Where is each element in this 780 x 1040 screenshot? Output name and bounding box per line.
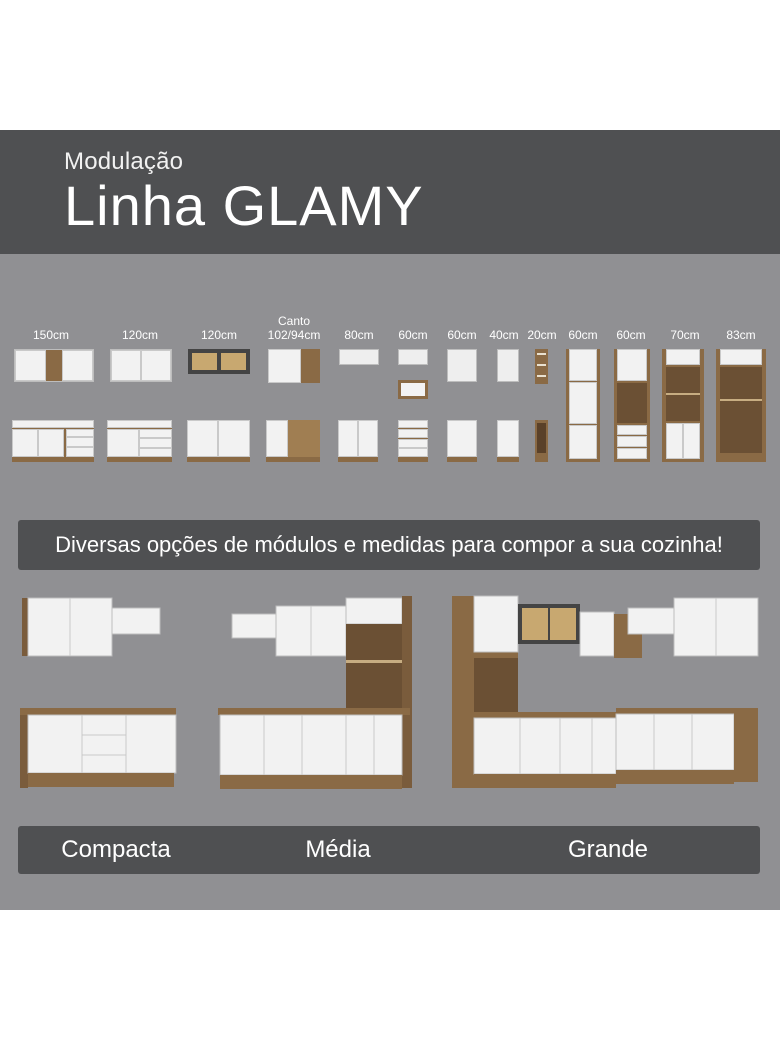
base-drawer-60 bbox=[398, 420, 428, 462]
module-label: 40cm bbox=[489, 328, 519, 342]
module-label: 80cm bbox=[344, 328, 374, 342]
header-subtitle: Modulação bbox=[64, 148, 184, 175]
kitchen-compacta bbox=[20, 597, 177, 788]
wall-cabinet-80 bbox=[339, 349, 379, 365]
base-cabinet-150 bbox=[12, 420, 94, 462]
product-panel: Modulação Linha GLAMY 150cm 120cm 120cm … bbox=[0, 130, 780, 910]
kitchen-label-media: Média bbox=[305, 836, 371, 863]
base-cabinet-80 bbox=[338, 420, 378, 462]
module-label: 60cm bbox=[616, 328, 646, 342]
wall-cabinet-120 bbox=[110, 349, 172, 382]
niche-60 bbox=[398, 380, 428, 399]
kitchen-label-compacta: Compacta bbox=[61, 836, 171, 863]
wall-cabinet-60-a bbox=[398, 349, 428, 365]
module-label: 60cm bbox=[398, 328, 428, 342]
wall-cabinet-60-b bbox=[447, 349, 477, 382]
base-cabinet-40 bbox=[497, 420, 519, 462]
header-title: Linha GLAMY bbox=[64, 174, 424, 237]
shelf-20 bbox=[535, 349, 548, 384]
tall-cabinet-60-b bbox=[614, 349, 650, 462]
module-label: 70cm bbox=[670, 328, 700, 342]
tall-cabinet-70 bbox=[662, 349, 704, 462]
module-label: 60cm bbox=[447, 328, 477, 342]
wall-cabinet-40 bbox=[497, 349, 519, 382]
base-cabinet-60 bbox=[447, 420, 477, 462]
kitchen-illustrations bbox=[20, 595, 759, 789]
tall-cabinet-83 bbox=[716, 349, 766, 462]
info-banner-text: Diversas opções de módulos e medidas par… bbox=[55, 532, 723, 557]
info-banner: Diversas opções de módulos e medidas par… bbox=[18, 520, 760, 570]
base-cabinet-120-b bbox=[187, 420, 250, 462]
module-label: 83cm bbox=[726, 328, 756, 342]
tall-cabinet-60-a bbox=[566, 349, 600, 462]
wall-cabinet-corner bbox=[268, 349, 320, 383]
module-label: 120cm bbox=[200, 328, 238, 342]
wall-cabinet-150 bbox=[14, 349, 94, 382]
module-label: 60cm bbox=[568, 328, 598, 342]
header: Modulação Linha GLAMY bbox=[0, 130, 780, 254]
module-label: Canto 102/94cm bbox=[267, 314, 321, 342]
module-label: 150cm bbox=[32, 328, 70, 342]
wall-cabinet-glass-120 bbox=[188, 349, 250, 374]
kitchen-label-grande: Grande bbox=[567, 836, 649, 863]
base-shelf-20 bbox=[535, 420, 548, 462]
kitchen-size-bar: Compacta Média Grande bbox=[18, 826, 760, 874]
kitchen-grande bbox=[452, 595, 759, 788]
base-cabinet-120-a bbox=[107, 420, 172, 462]
module-label: 20cm bbox=[527, 328, 557, 342]
base-cabinet-corner bbox=[266, 420, 320, 462]
module-label: 120cm bbox=[121, 328, 159, 342]
kitchen-media bbox=[218, 596, 412, 789]
